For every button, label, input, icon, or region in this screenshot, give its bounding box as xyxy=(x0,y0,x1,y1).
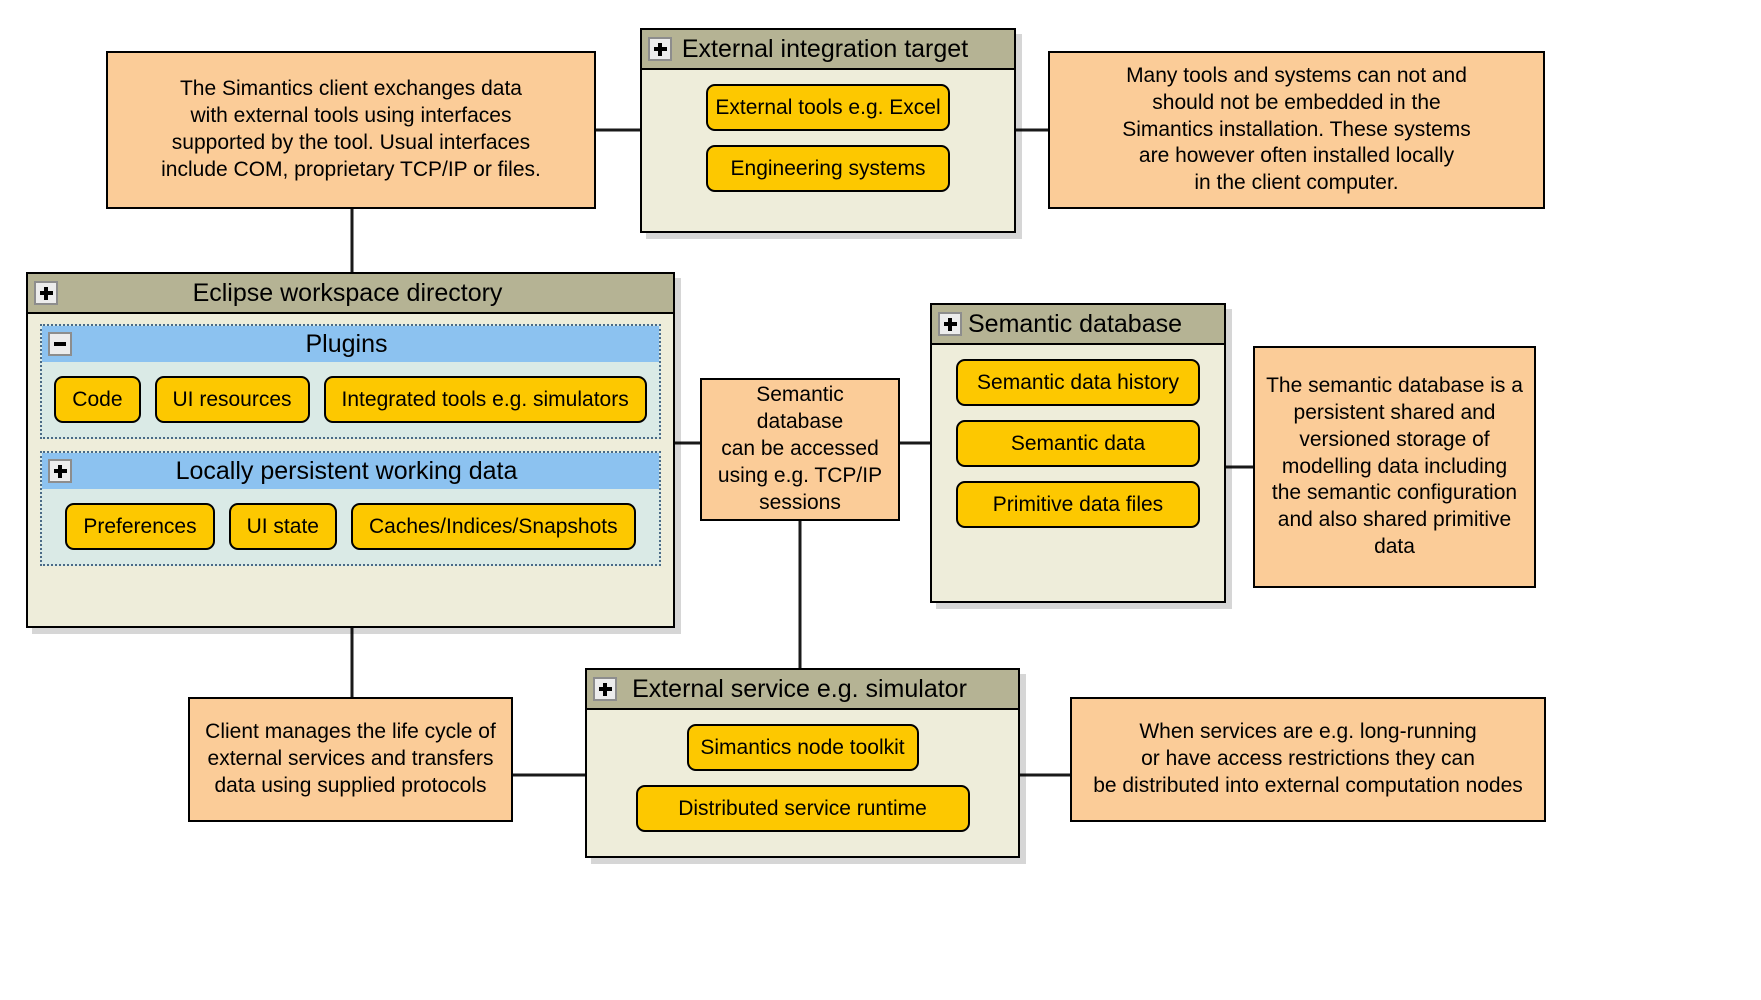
panel-title-bar: Eclipse workspace directory xyxy=(28,274,673,314)
leaf-primitive-data-files[interactable]: Primitive data files xyxy=(956,481,1200,528)
note-services-distributed: When services are e.g. long-running or h… xyxy=(1070,697,1546,822)
panel-semantic-database[interactable]: Semantic database Semantic data history … xyxy=(930,303,1226,603)
panel-title-label: External integration target xyxy=(681,34,969,63)
subgroup-title-label: Locally persistent working data xyxy=(175,456,518,485)
leaf-distributed-service-runtime[interactable]: Distributed service runtime xyxy=(635,785,970,832)
plus-icon[interactable] xyxy=(938,312,962,336)
note-many-tools: Many tools and systems can not and shoul… xyxy=(1048,51,1545,209)
leaf-integrated-tools[interactable]: Integrated tools e.g. simulators xyxy=(323,376,647,423)
leaf-row: Preferences UI state Caches/Indices/Snap… xyxy=(42,489,659,550)
panel-external-integration-target[interactable]: External integration target External too… xyxy=(640,28,1016,233)
leaf-caches-indices-snapshots[interactable]: Caches/Indices/Snapshots xyxy=(350,503,636,550)
panel-title-label: Semantic database xyxy=(967,309,1183,338)
leaf-external-tools[interactable]: External tools e.g. Excel xyxy=(706,84,950,131)
minus-icon[interactable] xyxy=(48,332,72,356)
panel-eclipse-workspace-directory[interactable]: Eclipse workspace directory Plugins Code… xyxy=(26,272,675,628)
leaf-semantic-data[interactable]: Semantic data xyxy=(956,420,1200,467)
panel-title-bar: Semantic database xyxy=(932,305,1224,345)
leaf-code[interactable]: Code xyxy=(54,376,141,423)
panel-body: Simantics node toolkit Distributed servi… xyxy=(587,710,1018,846)
plus-icon[interactable] xyxy=(34,281,58,305)
leaf-engineering-systems[interactable]: Engineering systems xyxy=(706,145,950,192)
note-db-access: Semantic database can be accessed using … xyxy=(700,378,900,521)
plus-icon[interactable] xyxy=(48,459,72,483)
subgroup-title-bar: Plugins xyxy=(42,326,659,362)
leaf-semantic-data-history[interactable]: Semantic data history xyxy=(956,359,1200,406)
subgroup-title-label: Plugins xyxy=(305,329,388,358)
note-client-lifecycle: Client manages the life cycle of externa… xyxy=(188,697,513,822)
panel-title-bar: External service e.g. simulator xyxy=(587,670,1018,710)
note-db-description: The semantic database is a persistent sh… xyxy=(1253,346,1536,588)
panel-body: External tools e.g. Excel Engineering sy… xyxy=(642,70,1014,206)
plus-icon[interactable] xyxy=(593,677,617,701)
leaf-simantics-node-toolkit[interactable]: Simantics node toolkit xyxy=(686,724,919,771)
leaf-preferences[interactable]: Preferences xyxy=(65,503,215,550)
leaf-ui-resources[interactable]: UI resources xyxy=(154,376,310,423)
subgroup-plugins[interactable]: Plugins Code UI resources Integrated too… xyxy=(40,324,661,439)
panel-body: Semantic data history Semantic data Prim… xyxy=(932,345,1224,542)
panel-body: Plugins Code UI resources Integrated too… xyxy=(28,314,673,580)
panel-title-label: Eclipse workspace directory xyxy=(192,278,503,307)
panel-title-label: External service e.g. simulator xyxy=(632,674,967,703)
note-client-exchange: The Simantics client exchanges data with… xyxy=(106,51,596,209)
leaf-row: Code UI resources Integrated tools e.g. … xyxy=(42,362,659,423)
leaf-ui-state[interactable]: UI state xyxy=(228,503,337,550)
subgroup-locally-persistent-working-data[interactable]: Locally persistent working data Preferen… xyxy=(40,451,661,566)
panel-external-service[interactable]: External service e.g. simulator Simantic… xyxy=(585,668,1020,858)
plus-icon[interactable] xyxy=(648,37,672,61)
panel-title-bar: External integration target xyxy=(642,30,1014,70)
subgroup-title-bar: Locally persistent working data xyxy=(42,453,659,489)
